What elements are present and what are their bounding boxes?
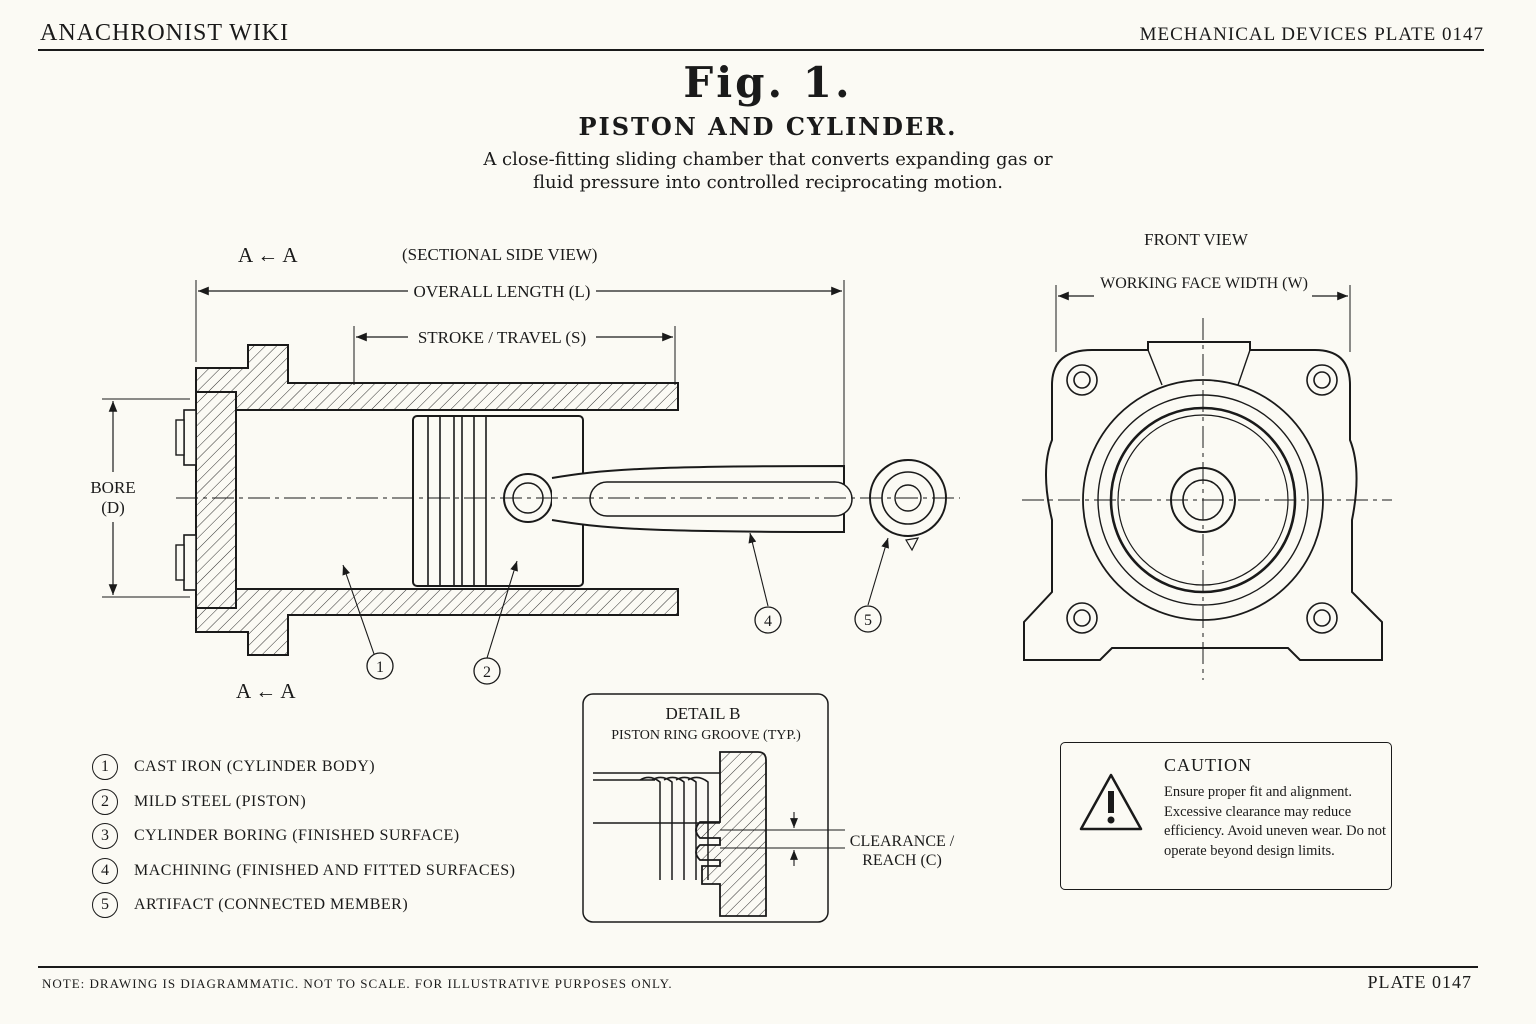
cylinder-end-cap — [195, 391, 237, 609]
caution-box: CAUTION Ensure proper fit and alignment.… — [1060, 742, 1392, 890]
figure-name: PISTON AND CYLINDER. — [578, 112, 958, 141]
callout-5: 5 — [854, 605, 882, 633]
legend-number: 2 — [92, 788, 118, 815]
section-label-top: A ← A — [238, 243, 298, 267]
legend-item: 1 CAST IRON (CYLINDER BODY) — [92, 750, 516, 785]
svg-text:4: 4 — [764, 613, 772, 630]
footer-note: NOTE: DRAWING IS DIAGRAMMATIC. NOT TO SC… — [42, 976, 673, 991]
callout-2: 2 — [473, 657, 501, 685]
detail-b-title: DETAIL B — [666, 704, 741, 723]
head-bolt-top — [183, 409, 197, 466]
head-bolt-bottom — [183, 534, 197, 591]
bolt-holes — [1066, 364, 1338, 634]
legend-item: 4 MACHINING (FINISHED AND FITTED SURFACE… — [92, 854, 516, 889]
svg-text:5: 5 — [864, 612, 872, 629]
sectional-side-view: A ← A (SECTIONAL SIDE VIEW) OVERALL LENG… — [90, 243, 960, 703]
cylinder-bottom-wall — [195, 588, 679, 656]
materials-legend: 1 CAST IRON (CYLINDER BODY) 2 MILD STEEL… — [92, 750, 516, 923]
side-view-label: (SECTIONAL SIDE VIEW) — [402, 245, 597, 264]
legend-text: CYLINDER BORING (FINISHED SURFACE) — [134, 827, 460, 845]
footer-plate: PLATE 0147 — [1367, 972, 1472, 992]
legend-text: ARTIFACT (CONNECTED MEMBER) — [134, 896, 409, 914]
legend-item: 3 CYLINDER BORING (FINISHED SURFACE) — [92, 819, 516, 854]
legend-number: 4 — [92, 857, 118, 884]
callout-4: 4 — [754, 606, 782, 634]
figure-number: Fig. 1. — [683, 58, 853, 107]
plate-title: MECHANICAL DEVICES PLATE 0147 — [1139, 24, 1484, 45]
site-title[interactable]: ANACHRONIST WIKI — [40, 20, 290, 46]
svg-text:2: 2 — [483, 664, 491, 681]
legend-item: 5 ARTIFACT (CONNECTED MEMBER) — [92, 888, 516, 923]
legend-number: 3 — [92, 823, 118, 850]
svg-text:1: 1 — [376, 659, 384, 676]
callout-1: 1 — [366, 652, 394, 680]
clearance-label-line1: CLEARANCE / — [850, 833, 955, 850]
overall-length-label: OVERALL LENGTH (L) — [414, 282, 591, 301]
header-rule — [38, 49, 1484, 51]
caution-text: Ensure proper fit and alignment. Excessi… — [1164, 784, 1386, 859]
caution-title: CAUTION — [1164, 755, 1252, 775]
legend-item: 2 MILD STEEL (PISTON) — [92, 785, 516, 820]
figure-description: A close-fitting sliding chamber that con… — [483, 149, 1053, 193]
warning-icon — [1079, 773, 1143, 831]
legend-number: 5 — [92, 892, 118, 919]
bore-label-line1: BORE — [90, 478, 135, 497]
detail-b: DETAIL B PISTON RING GROOVE (TYP.) CLEAR… — [582, 693, 955, 923]
clearance-label-line2: REACH (C) — [862, 852, 942, 869]
section-label-bottom: A ← A — [236, 679, 296, 703]
legend-text: CAST IRON (CYLINDER BODY) — [134, 758, 376, 776]
legend-number: 1 — [92, 754, 118, 781]
front-view-label: FRONT VIEW — [1144, 230, 1249, 249]
legend-text: MILD STEEL (PISTON) — [134, 792, 307, 810]
legend-text: MACHINING (FINISHED AND FITTED SURFACES) — [134, 861, 516, 879]
bore-label-line2: (D) — [101, 498, 125, 517]
cylinder-top-wall — [195, 344, 679, 411]
front-view: FRONT VIEW WORKING FACE WIDTH (W) — [1022, 230, 1392, 680]
detail-b-subtitle: PISTON RING GROOVE (TYP.) — [611, 728, 801, 743]
working-face-width-label: WORKING FACE WIDTH (W) — [1100, 275, 1308, 292]
stroke-label: STROKE / TRAVEL (S) — [418, 328, 586, 347]
